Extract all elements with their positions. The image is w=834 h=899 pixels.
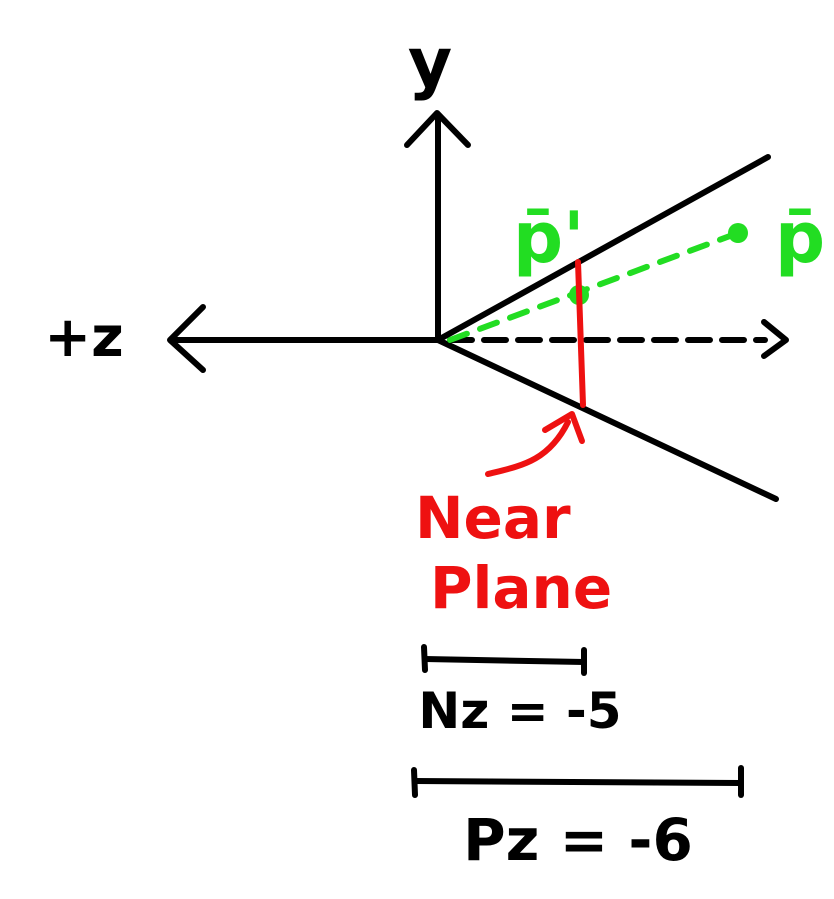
- point-p: [728, 223, 748, 243]
- y-axis-label: y: [408, 24, 452, 103]
- near-plane: [485, 259, 586, 477]
- z-axis-label: +z: [44, 305, 124, 370]
- frustum-bottom-edge: [435, 337, 779, 502]
- pz-label: Pz = -6: [463, 806, 693, 874]
- pz-dimension: [411, 765, 744, 798]
- y-axis: [404, 110, 471, 343]
- near-plane-label-line2: Plane: [430, 554, 612, 622]
- z-axis-arrowhead: [167, 304, 206, 373]
- near-plane-pointer-arrowhead: [542, 411, 585, 444]
- y-axis-arrowhead: [404, 110, 471, 148]
- z-axis: [167, 304, 441, 373]
- p-prime-label: p̄': [513, 197, 585, 279]
- view-direction-axis: [447, 319, 789, 359]
- frustum-top-edge: [435, 154, 771, 343]
- near-plane-pointer-arrow: [485, 419, 571, 477]
- near-plane-label-line1: Near: [415, 484, 571, 552]
- view-direction-arrowhead: [761, 319, 789, 359]
- projection-ray: [447, 223, 748, 343]
- p-label: p̄: [775, 197, 825, 279]
- nz-label: Nz = -5: [418, 682, 621, 740]
- nz-dimension: [421, 644, 587, 676]
- near-plane-line: [575, 259, 586, 408]
- frustum: [435, 154, 779, 502]
